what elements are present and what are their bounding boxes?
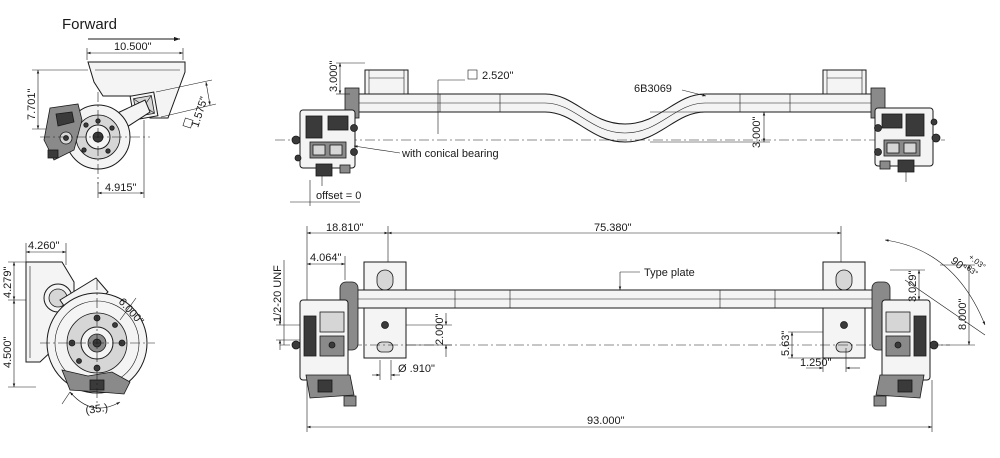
dim-right-height: 3.029" bbox=[907, 270, 919, 302]
dim-square: 1.575" bbox=[189, 95, 210, 129]
part-number: 6B3069 bbox=[634, 83, 672, 95]
dim-left-offset: 18.810" bbox=[326, 222, 364, 234]
side-view-bottom: 4.260" 4.279" 4.500" bbox=[2, 240, 155, 417]
dim-small-height: 5.63" bbox=[780, 331, 792, 356]
dim-lower: 4.500" bbox=[2, 336, 14, 368]
mount-bracket bbox=[87, 61, 186, 119]
dim-tube-square: 2.520" bbox=[482, 70, 514, 82]
right-hub-assembly bbox=[871, 281, 939, 407]
dim-inner: 4.064" bbox=[310, 252, 342, 264]
dim-center: 75.380" bbox=[594, 222, 632, 234]
left-hub-assembly bbox=[291, 87, 360, 186]
side-view-top: 10.500" 7.701" bbox=[26, 41, 217, 198]
axle-tube bbox=[349, 93, 881, 143]
right-hub-assembly bbox=[870, 87, 941, 182]
dim-angle: (35.) bbox=[85, 402, 109, 417]
forward-indicator: Forward bbox=[62, 16, 180, 42]
dim-slot-height: 2.000" bbox=[434, 313, 446, 345]
dim-width: 10.500" bbox=[114, 41, 152, 53]
label-type-plate: Type plate bbox=[644, 267, 695, 279]
forward-label: Forward bbox=[62, 16, 117, 33]
dim-drop: 3.000" bbox=[751, 116, 763, 148]
front-view-bottom: 18.810" 75.380" 4.064" 1/2-20 UNF bbox=[272, 222, 987, 432]
dim-hole: Ø .910" bbox=[398, 363, 435, 375]
dim-total-length: 93.000" bbox=[587, 415, 625, 427]
dim-offset: 4.915" bbox=[105, 182, 137, 194]
dim-height: 7.701" bbox=[26, 88, 38, 120]
dim-total-height: 8.000" bbox=[957, 298, 969, 330]
front-view-top: 3.000" 2.520" 6B3069 3.000" with conical… bbox=[275, 60, 945, 206]
dim-width: 4.260" bbox=[28, 240, 60, 252]
dim-upper: 4.279" bbox=[2, 266, 14, 298]
dim-clearance: 3.000" bbox=[328, 60, 340, 92]
left-hub-assembly bbox=[291, 281, 359, 407]
dim-small-width: 1.250" bbox=[800, 357, 832, 369]
note-offset: offset = 0 bbox=[316, 190, 361, 202]
note-bearing: with conical bearing bbox=[401, 148, 499, 160]
dim-thread: 1/2-20 UNF bbox=[272, 265, 284, 322]
